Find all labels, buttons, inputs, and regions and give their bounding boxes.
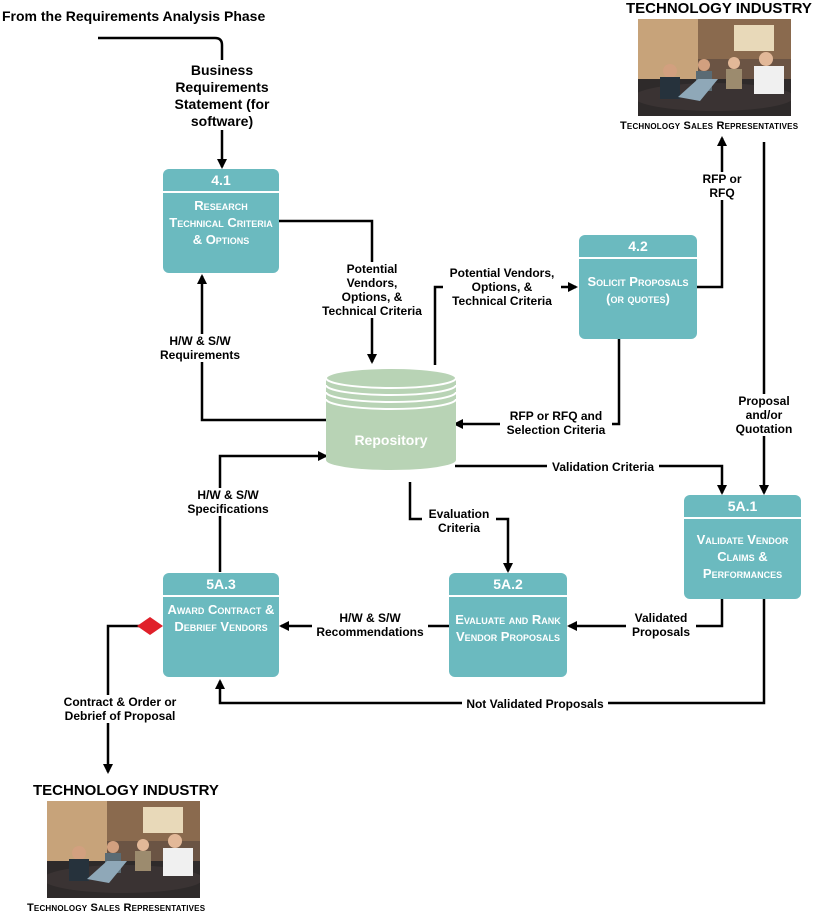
flow-label-not-validated: Not Validated Proposals bbox=[462, 697, 608, 711]
repository-label: Repository bbox=[354, 432, 428, 448]
meeting-photo-top bbox=[638, 19, 791, 116]
process-number: 5A.1 bbox=[684, 495, 801, 519]
process-5a-1[interactable]: 5A.1 Validate Vendor Claims & Performanc… bbox=[684, 495, 801, 599]
flow-5a1-to-5a2 bbox=[567, 599, 724, 631]
process-number: 4.1 bbox=[163, 169, 279, 193]
process-number: 5A.2 bbox=[449, 573, 567, 597]
flow-repo-to-4-1 bbox=[197, 274, 328, 422]
flow-label-rfp-selection: RFP or RFQ and Selection Criteria bbox=[500, 409, 612, 437]
flow-5a3-to-industry bbox=[103, 624, 140, 774]
process-number: 4.2 bbox=[579, 235, 697, 259]
process-4-1[interactable]: 4.1 Research Technical Criteria & Option… bbox=[163, 169, 279, 273]
meeting-photo-bottom bbox=[47, 801, 200, 898]
repository-cylinder bbox=[325, 367, 457, 470]
process-name: Solicit Proposals (or quotes) bbox=[587, 274, 689, 306]
flow-label-contract-order: Contract & Order or Debrief of Proposal bbox=[58, 695, 182, 723]
business-requirements-statement: Business Requirements Statement (for sof… bbox=[174, 62, 270, 129]
external-title-top: TECHNOLOGY INDUSTRY bbox=[626, 0, 812, 17]
flow-label-rfp-or-rfq: RFP or RFQ bbox=[702, 172, 742, 200]
flow-label-hw-sw-requirements: H/W & S/W Requirements bbox=[150, 334, 250, 362]
external-caption-bottom: Technology Sales Representatives bbox=[27, 902, 206, 914]
process-5a-3[interactable]: 5A.3 Award Contract & Debrief Vendors bbox=[163, 573, 279, 677]
process-name: Evaluate and Rank Vendor Proposals bbox=[455, 612, 561, 644]
process-name: Award Contract & Debrief Vendors bbox=[167, 602, 275, 634]
process-4-2[interactable]: 4.2 Solicit Proposals (or quotes) bbox=[579, 235, 697, 339]
flow-repo-to-5a1 bbox=[455, 464, 727, 495]
flow-label-proposal-quotation: Proposal and/or Quotation bbox=[727, 394, 801, 436]
flow-label-potential-vendors-b: Potential Vendors, Options, & Technical … bbox=[443, 266, 561, 308]
flow-label-potential-vendors-a: Potential Vendors, Options, & Technical … bbox=[322, 262, 422, 318]
flow-label-hw-sw-recommendations: H/W & S/W Recommendations bbox=[312, 611, 428, 639]
source-label: From the Requirements Analysis Phase bbox=[2, 8, 266, 24]
process-5a-2[interactable]: 5A.2 Evaluate and Rank Vendor Proposals bbox=[449, 573, 567, 677]
flow-label-hw-sw-specifications: H/W & S/W Specifications bbox=[180, 488, 276, 516]
flow-source bbox=[98, 36, 224, 60]
flow-4-2-to-industry bbox=[697, 136, 727, 289]
flow-label-validation-criteria: Validation Criteria bbox=[547, 460, 659, 474]
flow-label-evaluation-criteria: Evaluation Criteria bbox=[422, 507, 496, 535]
process-name: Research Technical Criteria & Options bbox=[169, 198, 273, 247]
process-name: Validate Vendor Claims & Performances bbox=[696, 532, 789, 581]
external-title-bottom: TECHNOLOGY INDUSTRY bbox=[33, 782, 219, 799]
external-caption-top: Technology Sales Representatives bbox=[620, 120, 799, 132]
process-number: 5A.3 bbox=[163, 573, 279, 597]
decision-diamond bbox=[137, 617, 163, 635]
flow-label-validated-proposals: Validated Proposals bbox=[626, 611, 696, 639]
flow-5a3-to-repo bbox=[218, 451, 328, 572]
